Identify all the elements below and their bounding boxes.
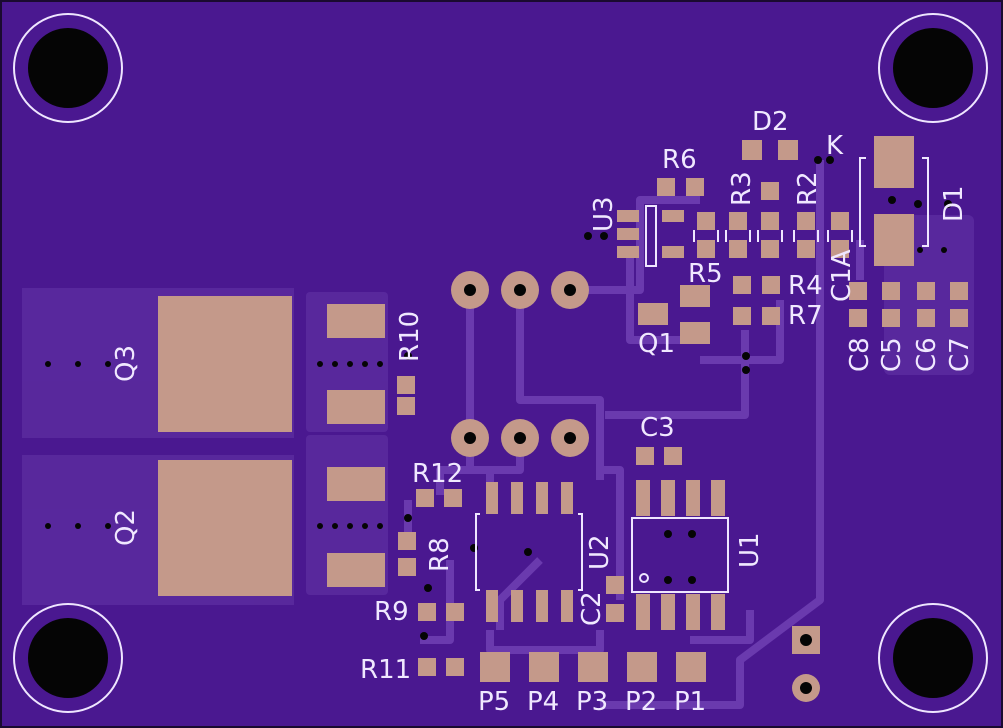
label-k: K bbox=[826, 131, 844, 161]
label-r4: R4 bbox=[788, 271, 823, 301]
label-p3: P3 bbox=[576, 687, 608, 717]
label-u1: U1 bbox=[735, 532, 765, 568]
p2-pad bbox=[627, 652, 657, 682]
th-pad bbox=[451, 419, 489, 457]
label-r8: R8 bbox=[425, 537, 455, 572]
label-r2: R2 bbox=[793, 171, 823, 206]
mounting-holes bbox=[13, 13, 988, 713]
label-d1: D1 bbox=[939, 185, 969, 222]
label-c7: C7 bbox=[945, 337, 975, 372]
label-p2: P2 bbox=[625, 687, 657, 717]
label-p4: P4 bbox=[527, 687, 559, 717]
label-r3: R3 bbox=[727, 171, 757, 206]
q2-tab-pad bbox=[158, 460, 292, 596]
silkscreen-labels: D2 K R6 R3 R2 D1 U3 R5 R4 C1A R7 Q1 C8 C… bbox=[111, 107, 975, 717]
q3-tab-pad bbox=[158, 296, 292, 432]
label-r5: R5 bbox=[688, 259, 723, 289]
p3-pad bbox=[578, 652, 608, 682]
label-r12: R12 bbox=[412, 459, 463, 489]
p5-pad bbox=[480, 652, 510, 682]
vias bbox=[45, 156, 952, 640]
mounting-hole-top-left bbox=[13, 13, 123, 123]
label-c1a: C1A bbox=[827, 249, 857, 302]
label-p1: P1 bbox=[674, 687, 706, 717]
through-hole-pads bbox=[451, 271, 820, 702]
th-pad bbox=[501, 271, 539, 309]
smd-pads bbox=[158, 136, 968, 682]
p1-pad bbox=[676, 652, 706, 682]
p4-pad bbox=[529, 652, 559, 682]
label-r11: R11 bbox=[360, 655, 411, 685]
mounting-hole-top-right bbox=[878, 13, 988, 123]
copper-traces bbox=[404, 160, 864, 709]
label-c3: C3 bbox=[640, 413, 675, 443]
mounting-hole-bottom-left bbox=[13, 603, 123, 713]
label-c5: C5 bbox=[877, 337, 907, 372]
label-d2: D2 bbox=[752, 107, 789, 137]
label-q2: Q2 bbox=[111, 509, 141, 546]
label-c8: C8 bbox=[845, 337, 875, 372]
label-r7: R7 bbox=[788, 301, 823, 331]
th-pad bbox=[501, 419, 539, 457]
label-r9: R9 bbox=[374, 597, 409, 627]
label-q3: Q3 bbox=[111, 345, 141, 382]
mounting-hole-bottom-right bbox=[878, 603, 988, 713]
th-pad bbox=[451, 271, 489, 309]
th-pad bbox=[551, 419, 589, 457]
label-u3: U3 bbox=[589, 196, 619, 232]
th-pad bbox=[551, 271, 589, 309]
label-q1: Q1 bbox=[638, 329, 675, 359]
label-r10: R10 bbox=[395, 311, 425, 362]
th-pad-square bbox=[792, 626, 820, 654]
label-r6: R6 bbox=[662, 145, 697, 175]
th-pad bbox=[792, 674, 820, 702]
label-c6: C6 bbox=[912, 337, 942, 372]
label-u2: U2 bbox=[585, 534, 615, 570]
silkscreen-outlines bbox=[475, 157, 929, 593]
label-c2: C2 bbox=[577, 591, 607, 626]
label-p5: P5 bbox=[478, 687, 510, 717]
